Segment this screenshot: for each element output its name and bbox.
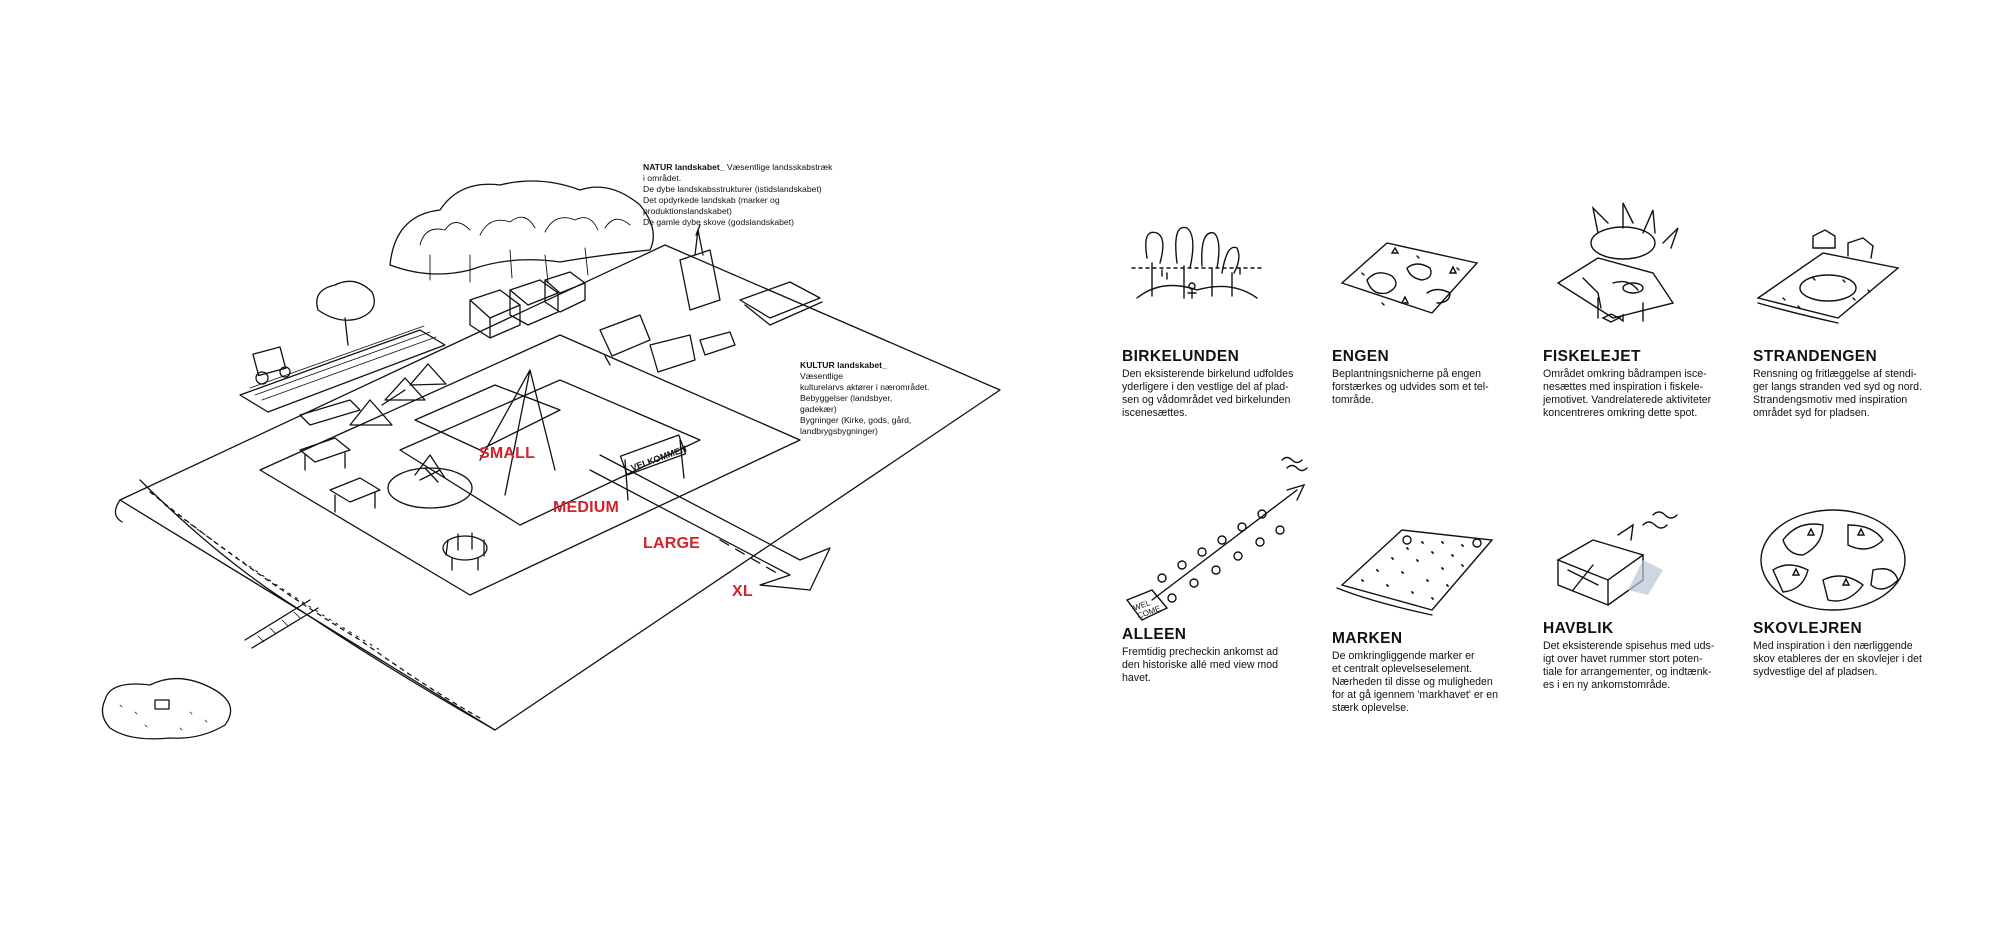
scale-xl: XL — [732, 583, 753, 600]
panel-desc: Rensning og fritlæggelse af stendi- ger … — [1753, 368, 1923, 419]
panel-desc: Den eksisterende birkelund udfoldes yder… — [1122, 368, 1294, 419]
birkelunden-sketch — [1131, 226, 1263, 299]
kultur-note-title: KULTUR landskabet_ — [800, 360, 887, 370]
panel-skovlejren: SKOVLEJREN Med inspiration i den nærligg… — [1753, 500, 1953, 679]
natur-note: NATUR landskabet_ Væsentlige landsskabst… — [643, 162, 843, 228]
panel-desc: Beplantningsnicherne på engen forstærkes… — [1332, 368, 1489, 406]
panel-desc: Fremtidig precheckin ankomst ad den hist… — [1122, 646, 1279, 684]
scale-small: SMALL — [479, 445, 536, 462]
engen-sketch — [1340, 242, 1479, 314]
pier — [244, 599, 319, 649]
panel-title: SKOVLEJREN — [1753, 620, 1863, 637]
panel-title: HAVBLIK — [1543, 620, 1614, 637]
kultur-note-first: Væsentlige — [800, 371, 843, 381]
panel-desc: Det eksisterende spisehus med uds- igt o… — [1543, 640, 1715, 691]
island — [101, 677, 232, 740]
natur-note-body: i området. De dybe landskabsstrukturer (… — [643, 173, 822, 227]
lone-tree — [316, 280, 375, 346]
panel-strandengen: STRANDENGEN Rensning og fritlæggelse af … — [1753, 218, 1953, 420]
panel-title: FISKELEJET — [1543, 348, 1641, 365]
panel-title: MARKEN — [1332, 630, 1403, 647]
marken-sketch — [1336, 529, 1494, 616]
panel-marken: MARKEN De omkringliggende marker er et c… — [1332, 510, 1532, 715]
church — [679, 224, 721, 311]
havblik-sketch — [1556, 511, 1678, 607]
strandengen-sketch — [1756, 229, 1900, 324]
scale-medium: MEDIUM — [553, 499, 620, 516]
kultur-note: KULTUR landskabet_ Væsentlige kulturelar… — [800, 360, 930, 437]
panel-desc: De omkringliggende marker er et centralt… — [1332, 650, 1498, 714]
farm-field — [239, 329, 446, 413]
entry-path — [589, 454, 831, 591]
panel-havblik: HAVBLIK Det eksisterende spisehus med ud… — [1543, 500, 1743, 692]
tractor — [252, 346, 287, 377]
panel-title: ALLEEN — [1122, 626, 1187, 643]
panel-alleen: WEL COME ALLEEN Fremtidig precheckin ank… — [1122, 450, 1322, 685]
panel-desc: Med inspiration i den nærliggende skov e… — [1753, 640, 1922, 678]
scale-large: LARGE — [643, 535, 700, 552]
natur-note-first: Væsentlige landsskabstræk — [726, 162, 833, 172]
ground-plate — [119, 244, 1001, 731]
panel-fiskelejet: FISKELEJET Området omkring bådrampen isc… — [1543, 198, 1743, 420]
natur-note-title: NATUR landskabet_ — [643, 162, 725, 172]
fire-mound — [387, 467, 473, 509]
small-zone — [414, 384, 561, 451]
panel-desc: Området omkring bådrampen isce- nesættes… — [1543, 368, 1712, 419]
panel-birkelunden: BIRKELUNDEN Den eksisterende birkelund u… — [1122, 218, 1322, 420]
alleen-sketch: WEL COME — [1125, 456, 1308, 621]
fiskelejet-sketch — [1556, 202, 1679, 323]
panel-engen: ENGEN Beplantningsnicherne på engen fors… — [1332, 218, 1532, 407]
coastline — [139, 479, 496, 731]
panel-title: STRANDENGEN — [1753, 348, 1878, 365]
skovlejren-sketch — [1760, 509, 1906, 611]
kultur-note-body: kulturelarvs aktører i nærområdet. Bebyg… — [800, 382, 930, 436]
medium-zone — [399, 379, 701, 526]
forest — [389, 180, 654, 275]
panel-title: ENGEN — [1332, 348, 1390, 365]
welcome-sign-text: VELKOMMEN — [630, 444, 688, 473]
large-zone — [259, 334, 801, 596]
panel-title: BIRKELUNDEN — [1122, 348, 1240, 365]
